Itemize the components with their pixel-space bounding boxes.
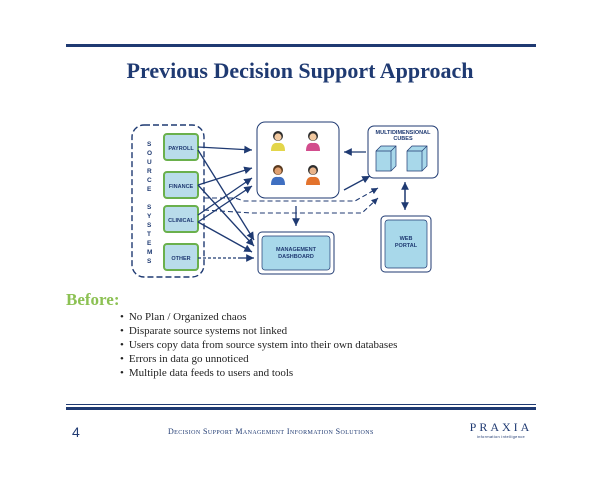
dashboard-label-1: MANAGEMENT — [276, 247, 317, 253]
cubes-label-2: CUBES — [393, 136, 413, 142]
logo-word: PRAXIA — [469, 420, 533, 434]
source-payroll: PAYROLL — [163, 133, 199, 161]
footer-rule-thick — [66, 407, 536, 410]
list-item: Disparate source systems not linked — [120, 324, 397, 338]
users-box — [256, 121, 340, 199]
diagram-connectors — [197, 145, 409, 262]
list-item: Multiple data feeds to users and tools — [120, 366, 397, 380]
page-title: Previous Decision Support Approach — [126, 58, 474, 83]
svg-text:PAYROLL: PAYROLL — [168, 146, 194, 152]
svg-text:CLINICAL: CLINICAL — [168, 218, 194, 224]
cubes-label-1: MULTIDIMENSIONAL — [376, 130, 432, 136]
source-other: OTHER — [163, 243, 199, 271]
footer-text: Decision Support Management Information … — [168, 427, 374, 436]
dashboard-label-2: DASHBOARD — [278, 254, 314, 260]
source-finance: FINANCE — [163, 171, 199, 199]
portal-label-2: PORTAL — [395, 243, 418, 249]
users-icon — [271, 131, 320, 185]
svg-text:FINANCE: FINANCE — [169, 184, 194, 190]
cube-icon — [375, 145, 428, 172]
list-item: Errors in data go unnoticed — [120, 352, 397, 366]
praxia-logo: PRAXIA information intelligence — [466, 420, 536, 439]
top-rule — [66, 44, 536, 47]
list-item: No Plan / Organized chaos — [120, 310, 397, 324]
management-dashboard-box — [261, 235, 331, 271]
portal-label-1: WEB — [400, 236, 413, 242]
source-systems-group — [131, 124, 205, 278]
before-heading: Before: — [66, 290, 120, 309]
svg-text:OTHER: OTHER — [171, 256, 190, 262]
list-item: Users copy data from source system into … — [120, 338, 398, 352]
source-clinical: CLINICAL — [163, 205, 199, 233]
web-portal-box — [384, 219, 428, 269]
footer-rule-thin — [66, 404, 536, 405]
before-list: No Plan / Organized chaos Disparate sour… — [120, 310, 398, 380]
page-number: 4 — [72, 424, 80, 440]
logo-tagline: information intelligence — [476, 434, 526, 439]
